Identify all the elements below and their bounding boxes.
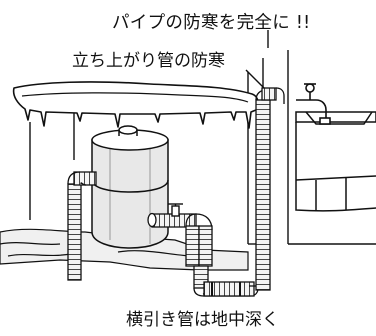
- valve-pipe: [147, 212, 213, 267]
- buried-pipe-label: 横引き管は地中深く: [126, 310, 279, 330]
- sink-icon: [295, 111, 376, 212]
- riser-pipe: [249, 87, 285, 291]
- buried-pipe: [193, 265, 259, 297]
- diagram-title: パイプの防寒を完全に !!: [112, 13, 311, 33]
- faucet-icon: [296, 83, 331, 125]
- riser-insulation-label: 立ち上がり管の防寒: [72, 51, 225, 71]
- valve-icon: [168, 203, 183, 217]
- icicle-eave-icon: [12, 81, 259, 129]
- water-tank-icon: [91, 125, 169, 249]
- tank-outlet-pipe: [67, 171, 97, 281]
